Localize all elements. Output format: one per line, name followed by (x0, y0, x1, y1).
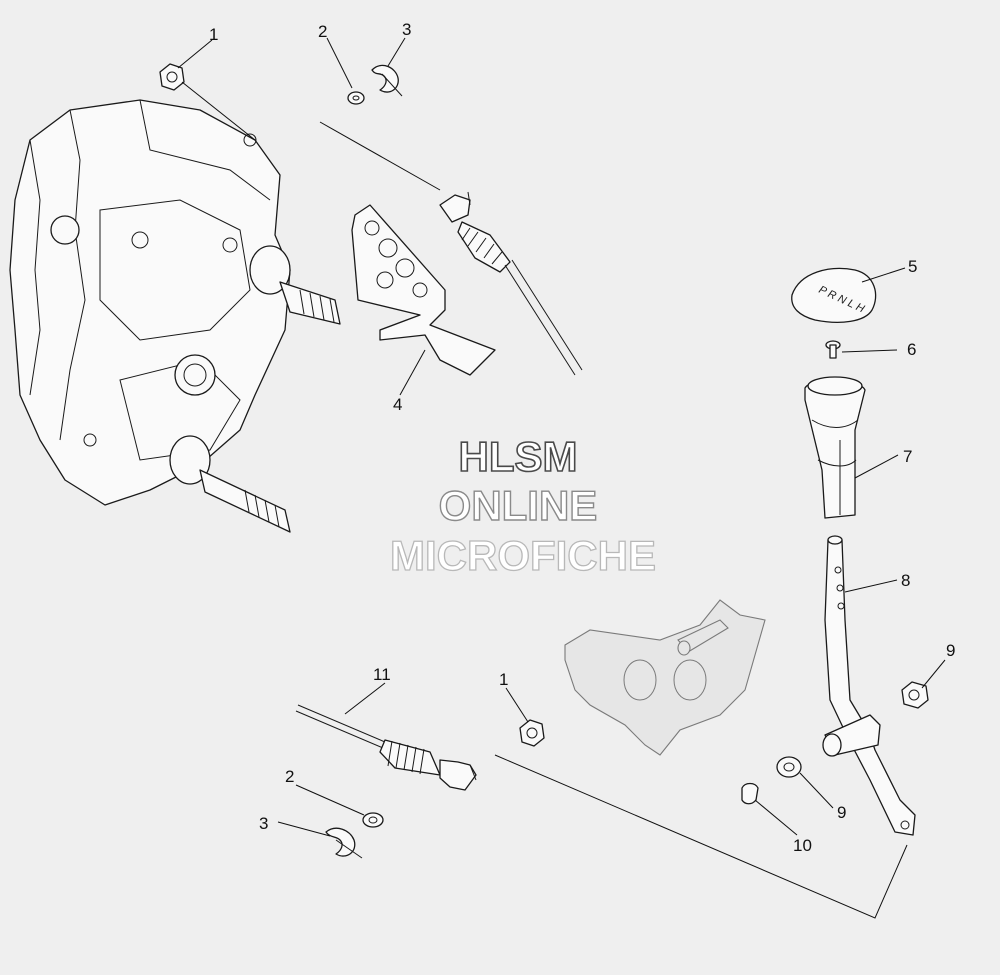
washer-top (347, 91, 365, 105)
screw (825, 340, 841, 359)
callout-labels: 1 2 3 4 5 6 7 8 9 9 10 11 1 2 3 (209, 20, 955, 855)
nut-top (159, 63, 185, 91)
reference-bracket (564, 599, 766, 756)
callout-7: 7 (903, 447, 912, 466)
callout-2-lower: 2 (285, 767, 294, 786)
watermark-line-3: MICROFICHE (390, 532, 656, 579)
nut-lower (519, 719, 545, 747)
leader-lines (177, 37, 946, 919)
callout-3-top: 3 (402, 20, 411, 39)
callout-1-lower: 1 (499, 670, 508, 689)
shift-lever (822, 535, 916, 836)
hairpin-clip-top (371, 64, 403, 97)
watermark-line-1: HLSM (459, 433, 578, 480)
transaxle-assembly (9, 99, 341, 533)
callout-11: 11 (373, 665, 391, 684)
callout-9-lower: 9 (837, 803, 846, 822)
callout-6: 6 (907, 340, 916, 359)
callout-10: 10 (793, 836, 812, 855)
shift-cable-top (439, 191, 583, 376)
watermark: HLSM ONLINE MICROFICHE (389, 432, 656, 579)
shift-cable-lower (295, 704, 477, 791)
callout-5: 5 (908, 257, 917, 276)
hairpin-clip-lower (325, 827, 363, 859)
callout-8: 8 (901, 571, 910, 590)
washer-lower (362, 812, 384, 828)
shift-knob-cap: P R N L H (791, 267, 877, 323)
shift-bracket (351, 204, 496, 376)
callout-2-top: 2 (318, 22, 327, 41)
shift-grip-boot (804, 376, 866, 519)
callout-1-top: 1 (209, 25, 218, 44)
watermark-line-2: ONLINE (439, 482, 598, 529)
callout-3-lower: 3 (259, 814, 268, 833)
bushing (776, 756, 802, 778)
nut-right (901, 681, 929, 709)
callout-4: 4 (393, 395, 402, 414)
callout-9-right: 9 (946, 641, 955, 660)
e-clip (741, 782, 759, 805)
